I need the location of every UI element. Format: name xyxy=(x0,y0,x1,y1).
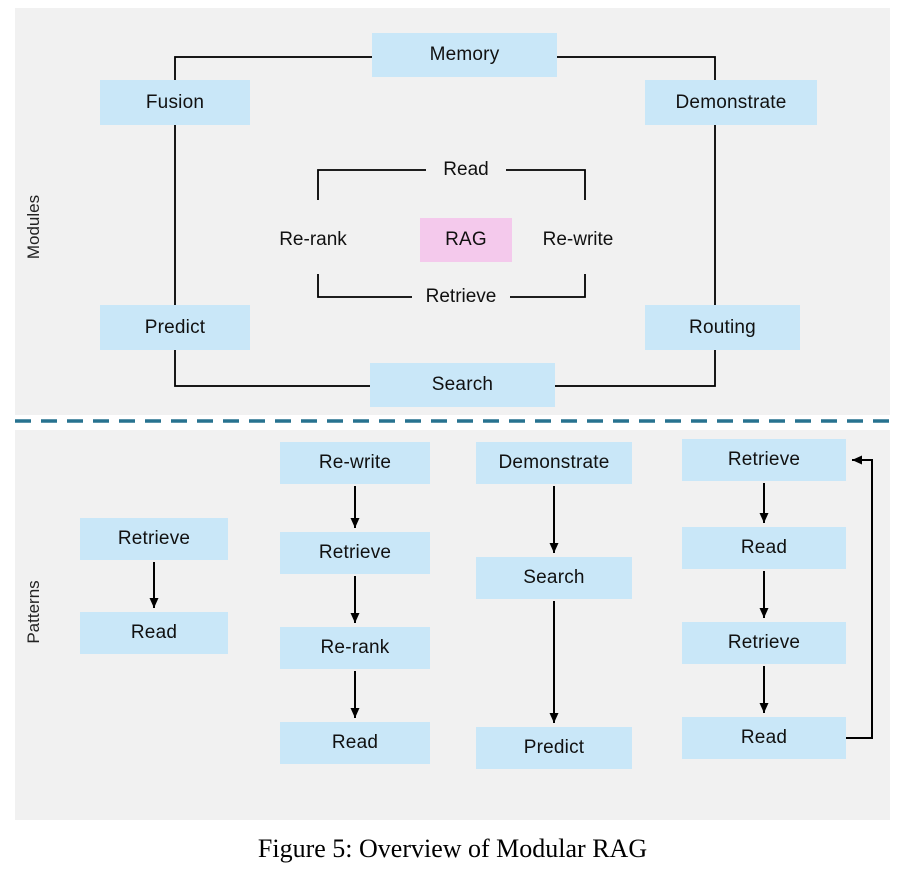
modules-section-label: Modules xyxy=(24,194,43,260)
figure-caption: Figure 5: Overview of Modular RAG xyxy=(257,834,648,863)
patterns-section-label: Patterns xyxy=(24,580,43,644)
flow2-box-1: Re-write xyxy=(280,442,430,484)
module-box-memory: Memory xyxy=(372,33,557,77)
flow3-box-2: Search xyxy=(476,557,632,599)
flow4-box-4: Read xyxy=(682,717,846,759)
module-box-predict: Predict xyxy=(100,305,250,350)
flow4-box-1: Retrieve xyxy=(682,439,846,481)
rag-box: RAG xyxy=(420,218,512,262)
flow4-box-3: Retrieve xyxy=(682,622,846,664)
flow3-box-1: Demonstrate xyxy=(476,442,632,484)
inner-retrieve-label: Retrieve xyxy=(425,286,497,307)
flow2-box-2: Retrieve xyxy=(280,532,430,574)
bracket-bottom-right xyxy=(510,274,586,298)
module-box-search: Search xyxy=(370,363,555,407)
module-box-demonstrate: Demonstrate xyxy=(645,80,817,125)
module-box-fusion: Fusion xyxy=(100,80,250,125)
inner-rewrite-label: Re-write xyxy=(542,229,614,250)
module-box-routing: Routing xyxy=(645,305,800,350)
flow4-box-2: Read xyxy=(682,527,846,569)
flow1-box-2: Read xyxy=(80,612,228,654)
flow2-box-4: Read xyxy=(280,722,430,764)
inner-read-label: Read xyxy=(443,159,489,180)
bracket-bottom-left xyxy=(317,274,412,298)
bracket-top-right xyxy=(506,169,586,200)
inner-rerank-label: Re-rank xyxy=(279,229,347,250)
flow2-box-3: Re-rank xyxy=(280,627,430,669)
bracket-top-left xyxy=(317,169,426,200)
flow1-box-1: Retrieve xyxy=(80,518,228,560)
flow3-box-3: Predict xyxy=(476,727,632,769)
flow4-loop-arrow xyxy=(846,455,873,739)
